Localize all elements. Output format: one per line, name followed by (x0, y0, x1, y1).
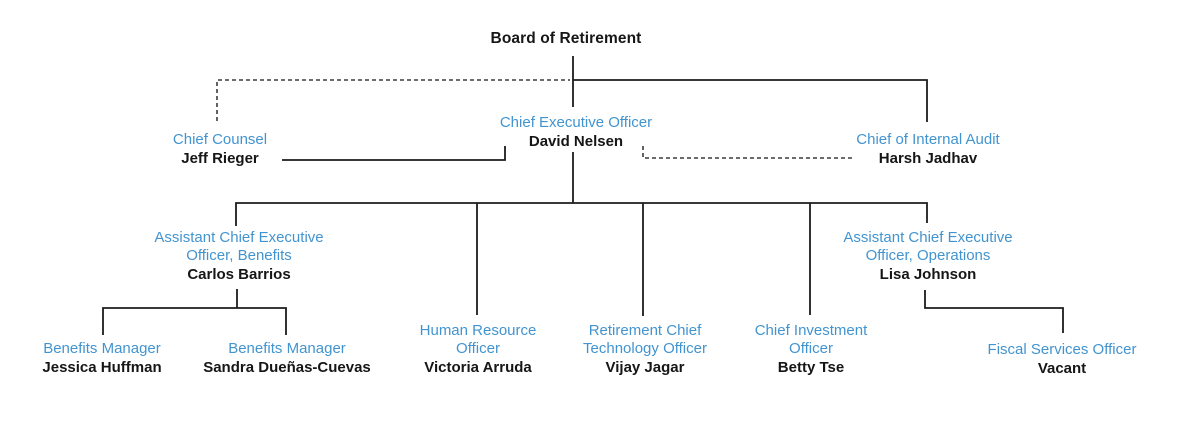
node-ceo: Chief Executive Officer David Nelsen (500, 114, 652, 151)
connector-chief-counsel-to-ceo (282, 146, 506, 161)
node-benefits-manager-1: Benefits Manager Jessica Huffman (42, 340, 161, 377)
ceo-title: Chief Executive Officer (499, 114, 653, 131)
aceo-operations-title-line2: Officer, Operations (865, 247, 991, 264)
aceo-operations-title-line1: Assistant Chief Executive (843, 229, 1013, 246)
benefits-manager-1-title: Benefits Manager (43, 340, 161, 357)
node-aceo-operations: Assistant Chief Executive Officer, Opera… (843, 229, 1012, 284)
node-retirement-cto: Retirement Chief Technology Officer Vija… (583, 322, 707, 377)
node-chief-counsel: Chief Counsel Jeff Rieger (173, 131, 267, 168)
node-hr-officer: Human Resource Officer Victoria Arruda (420, 322, 537, 377)
retirement-cto-title-line1: Retirement Chief (588, 322, 702, 339)
node-cio: Chief Investment Officer Betty Tse (755, 322, 868, 377)
connector-dashed-ceo-to-internal-audit (642, 146, 855, 159)
hr-officer-title-line1: Human Resource (419, 322, 537, 339)
connector-board-to-internal-audit (573, 79, 928, 122)
chief-counsel-name: Jeff Rieger (181, 150, 259, 167)
node-benefits-manager-2: Benefits Manager Sandra Dueñas-Cuevas (203, 340, 371, 377)
cio-name: Betty Tse (777, 359, 845, 376)
aceo-benefits-name: Carlos Barrios (187, 266, 291, 283)
ceo-name: David Nelsen (528, 133, 624, 150)
board-label: Board of Retirement (490, 30, 642, 47)
connector-aceo-operations-to-fiscal (924, 290, 1064, 333)
hr-officer-name: Victoria Arruda (424, 359, 532, 376)
chief-counsel-title: Chief Counsel (172, 131, 268, 148)
node-aceo-benefits: Assistant Chief Executive Officer, Benef… (154, 229, 323, 284)
benefits-manager-2-title: Benefits Manager (228, 340, 346, 357)
benefits-manager-2-name: Sandra Dueñas-Cuevas (203, 359, 371, 376)
connector-benefits-managers-rail (102, 307, 287, 335)
fiscal-officer-name: Vacant (1037, 360, 1087, 377)
node-fiscal-officer: Fiscal Services Officer Vacant (988, 341, 1137, 378)
retirement-cto-name: Vijay Jagar (605, 359, 685, 376)
aceo-operations-name: Lisa Johnson (879, 266, 977, 283)
connector-dashed-board-to-chief-counsel (216, 79, 570, 121)
cio-title-line2: Officer (789, 340, 833, 357)
retirement-cto-title-line2: Technology Officer (583, 340, 707, 357)
connector-ceo-children-rail (235, 202, 928, 226)
benefits-manager-1-name: Jessica Huffman (42, 359, 162, 376)
cio-title-line1: Chief Investment (754, 322, 868, 339)
internal-audit-name: Harsh Jadhav (878, 150, 978, 167)
internal-audit-title: Chief of Internal Audit (856, 131, 1000, 148)
aceo-benefits-title-line2: Officer, Benefits (186, 247, 292, 264)
node-internal-audit: Chief of Internal Audit Harsh Jadhav (856, 131, 999, 168)
hr-officer-title-line2: Officer (456, 340, 500, 357)
aceo-benefits-title-line1: Assistant Chief Executive (154, 229, 324, 246)
fiscal-officer-title: Fiscal Services Officer (987, 341, 1137, 358)
node-board-of-retirement: Board of Retirement (491, 29, 642, 48)
